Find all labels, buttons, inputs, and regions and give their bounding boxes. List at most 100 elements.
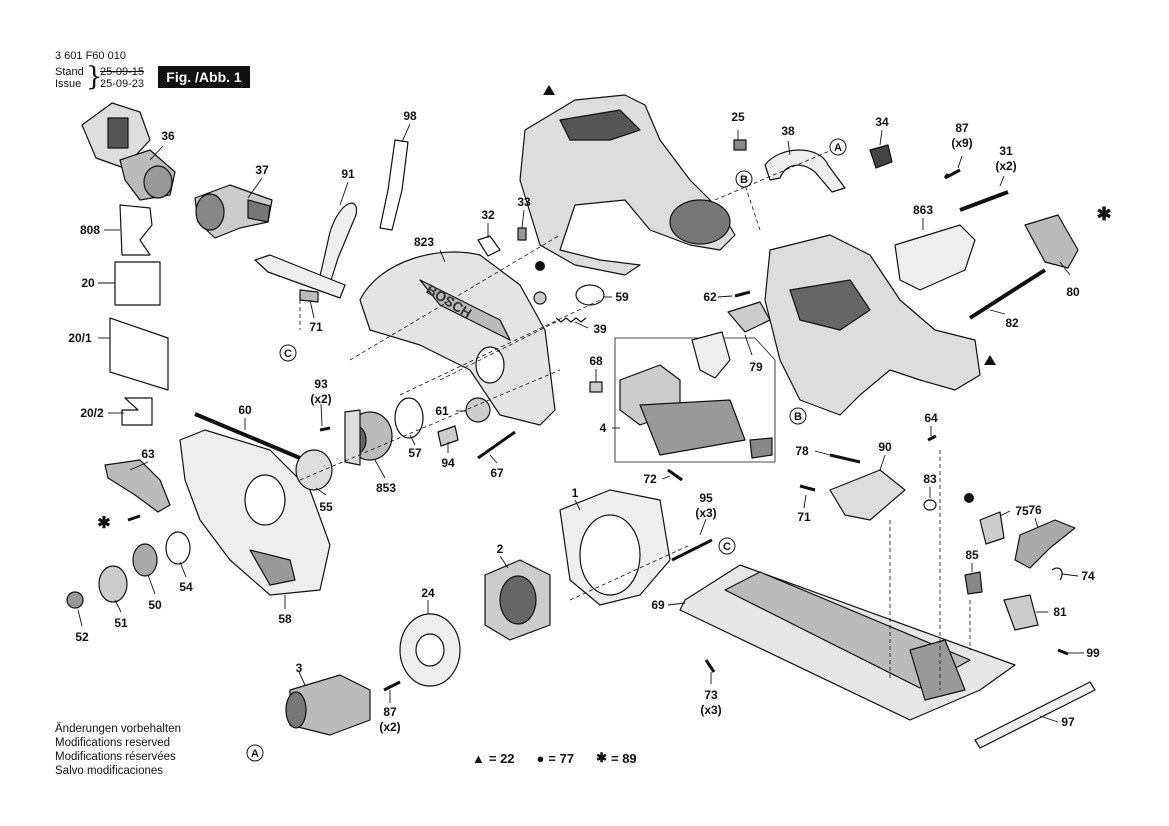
part-67-pin [477,430,516,460]
callout-31-qty: (x2) [995,159,1016,173]
svg-text:C: C [723,541,731,553]
svg-text:A: A [251,748,259,760]
part-73-screw [704,659,716,673]
reference-marker-a2: A [246,744,264,762]
callout-68: 68 [589,354,603,368]
callout-69: 69 [651,598,665,612]
callout-59: 59 [615,290,629,304]
part-1-motor-housing [559,489,671,606]
reference-marker-a: A [829,138,847,156]
callout-33: 33 [517,195,531,209]
callout-80: 80 [1066,285,1080,299]
part-58-lower-guard [179,429,331,596]
part-94-screw [437,425,459,447]
note-de: Änderungen vorbehalten [55,723,181,735]
callout-863: 863 [913,203,933,217]
callout-38: 38 [781,124,795,138]
part-36-dust-adapter [81,102,176,201]
part-72-screw [667,468,683,482]
part-97-rule [974,681,1096,749]
part-89-screw [127,514,141,522]
callout-94: 94 [441,456,455,470]
callout-67: 67 [490,466,504,480]
callout-20-1: 20/1 [68,331,92,345]
part-90-bracket [829,469,906,521]
callout-95-qty: (x3) [695,506,716,520]
callout-87a: 87 [955,121,969,135]
callout-75: 75 [1015,504,1029,518]
callout-87a-qty: (x9) [951,136,972,150]
callout-79: 79 [749,360,763,374]
svg-text:C: C [284,348,292,360]
callout-98: 98 [403,109,417,123]
symbol-legend: ▲= 22 ●= 77 ✱= 89 [472,750,637,766]
callout-93-qty: (x2) [310,392,331,406]
triangle-icon: ▲ [472,750,485,766]
callout-20: 20 [81,276,95,290]
callout-74: 74 [1081,569,1095,583]
part-37-extraction-nozzle [194,184,273,239]
reference-marker-b2: B [789,407,807,425]
callout-54: 54 [179,580,193,594]
dot-icon: ● [536,750,545,766]
part-c-bracket [254,254,346,299]
part-60-rod [194,412,301,460]
stand-date: 25-09-15 [100,66,145,78]
figure-label: Fig. /Abb. 1 [158,66,250,88]
callout-3: 3 [296,661,303,675]
callout-823: 823 [414,235,434,249]
part-32-clip [477,235,501,257]
issue-label: Issue [55,78,82,90]
callout-808: 808 [80,223,100,237]
callout-4: 4 [600,421,607,435]
triangle-icon [984,355,996,365]
callout-61: 61 [435,404,449,418]
callout-82: 82 [1005,316,1019,330]
callout-83: 83 [923,472,937,486]
part-81-guide [1003,594,1039,631]
callout-72: 72 [643,472,657,486]
dot-icon [535,261,545,271]
callout-37: 37 [255,163,269,177]
part-24-bearing-plate [399,613,461,687]
part-34-button [869,144,893,169]
part-51-flange [98,565,128,603]
callout-81: 81 [1053,605,1067,619]
part-85-nut [964,571,983,595]
callout-24: 24 [421,586,435,600]
note-en: Modifications reserved [55,737,171,749]
callout-64: 64 [924,411,938,425]
part-62-screw [734,290,751,298]
part-64-pin [927,434,937,442]
part-71-screw [299,289,319,303]
part-83-washer [923,499,937,511]
callout-36: 36 [161,129,175,143]
legend-item-triangle: ▲= 22 [472,750,515,766]
part-57-ring [394,397,424,439]
callout-60: 60 [238,403,252,417]
callout-32: 32 [481,208,495,222]
part-71-screw-b [799,484,816,492]
asterisk-icon: ✱ [1096,204,1111,224]
part-87-screw-b [383,680,401,692]
part-74-clip [1051,567,1063,581]
callout-93: 93 [314,377,328,391]
callout-71b: 71 [797,510,811,524]
callout-76: 76 [1028,503,1042,517]
issue-date: 25-09-23 [100,78,145,90]
asterisk-icon: ✱ [596,750,607,765]
modification-notes: Änderungen vorbehalten Modifications res… [55,722,181,778]
part-54-ring [165,531,191,565]
part-39-spring [555,317,587,323]
part-2-stator [484,559,551,641]
dot-icon [964,493,974,503]
callout-31: 31 [999,144,1013,158]
note-fr: Modifications réservées [55,751,176,763]
reference-marker-b: B [735,170,753,188]
part-82-rod [968,268,1047,320]
part-98-strip [379,139,409,231]
callout-2: 2 [497,542,504,556]
part-3-armature [285,674,371,736]
part-78-screw [829,453,861,464]
